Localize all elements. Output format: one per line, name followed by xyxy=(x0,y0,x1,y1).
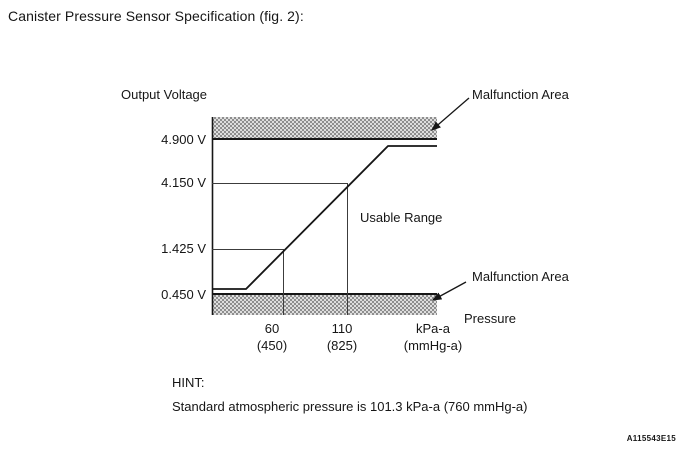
malfunction-area-label-upper: Malfunction Area xyxy=(472,87,569,102)
leader-arrow-upper xyxy=(431,97,470,131)
y-tick-4900: 4.900 V xyxy=(161,132,206,147)
hint-text: Standard atmospheric pressure is 101.3 k… xyxy=(172,399,528,414)
x-axis-title: Pressure xyxy=(464,311,517,326)
leader-arrow-lower xyxy=(431,281,467,301)
figure-code: A115543E15 xyxy=(626,434,676,443)
x-tick-110-kpa: 110 xyxy=(331,321,353,336)
page-title: Canister Pressure Sensor Specification (… xyxy=(8,8,304,24)
y-axis-title: Output Voltage xyxy=(121,87,208,102)
usable-range-label: Usable Range xyxy=(360,210,443,225)
x-units-kpa: kPa-a xyxy=(416,321,450,336)
y-tick-4150: 4.150 V xyxy=(161,175,206,190)
x-tick-110-mmhg: (825) xyxy=(326,338,358,353)
malfunction-band-lower xyxy=(212,293,437,315)
x-tick-60-mmhg: (450) xyxy=(256,338,288,353)
x-tick-60-kpa: 60 xyxy=(264,321,280,336)
y-tick-1425: 1.425 V xyxy=(161,241,206,256)
malfunction-band-upper xyxy=(212,117,437,140)
malfunction-area-label-lower: Malfunction Area xyxy=(472,269,569,284)
y-tick-0450: 0.450 V xyxy=(161,287,206,302)
hint-label: HINT: xyxy=(172,375,205,390)
x-units-mmhg: (mmHg-a) xyxy=(403,338,463,353)
